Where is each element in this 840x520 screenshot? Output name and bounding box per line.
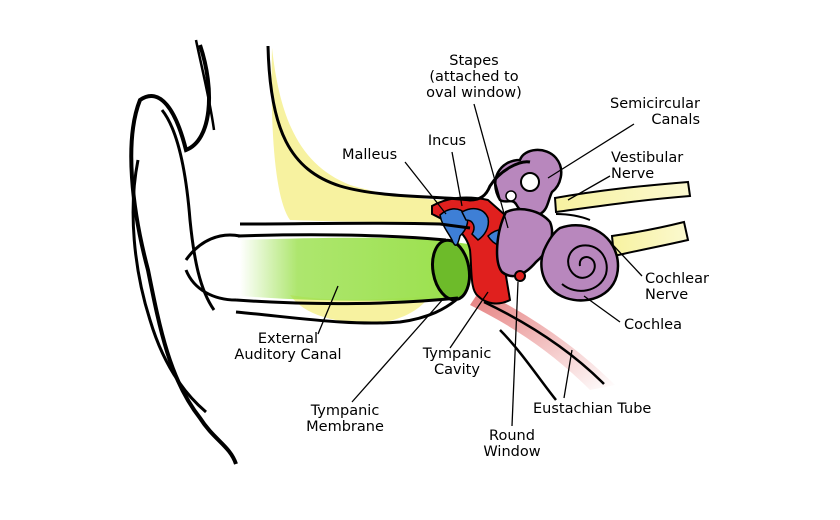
label-stapes: Stapes (attached to oval window)	[426, 53, 522, 101]
vestibular-nerve-shape	[553, 180, 692, 214]
skull-outline-middle	[239, 221, 471, 230]
incus-shape	[461, 207, 490, 241]
canal-outline-bottom	[235, 296, 459, 306]
pinna-inner-ridge	[160, 109, 216, 311]
eustachian-outline-top	[483, 300, 605, 385]
ear-canal-fill	[240, 237, 470, 301]
label-vestibular-nerve: Vestibular Nerve	[611, 150, 684, 182]
canal-outline-top	[237, 233, 447, 242]
temporal-bone-upper	[271, 48, 470, 225]
leader-lines	[317, 103, 643, 427]
vestibule-shape	[495, 208, 554, 278]
skull-outline-upper	[266, 45, 531, 202]
skull-right-contour	[555, 213, 591, 221]
eustachian-outline-bottom	[499, 329, 557, 401]
eustachian-tube-shape	[470, 290, 615, 390]
label-eustachian-tube: Eustachian Tube	[533, 401, 652, 417]
cochlea-spiral	[561, 244, 608, 292]
round-window-dot	[514, 270, 526, 282]
label-external-auditory-canal: External Auditory Canal	[234, 331, 342, 363]
pinna-outline-outer	[129, 44, 238, 465]
label-tympanic-membrane: Tympanic Membrane	[306, 403, 384, 435]
label-tympanic-cavity: Tympanic Cavity	[422, 346, 492, 378]
label-round-window: Round Window	[483, 428, 541, 460]
label-malleus: Malleus	[342, 147, 398, 163]
label-cochlea: Cochlea	[624, 317, 682, 333]
label-incus: Incus	[427, 133, 467, 149]
label-semicircular-canals: Semicircular Canals	[610, 96, 700, 128]
skull-outline-lower	[235, 298, 457, 325]
pinna-fold	[131, 159, 207, 414]
pinna-helix-top	[194, 39, 216, 131]
label-cochlear-nerve: Cochlear Nerve	[645, 271, 709, 303]
cochlear-nerve-shape	[610, 220, 690, 258]
concha-curve	[184, 233, 241, 302]
